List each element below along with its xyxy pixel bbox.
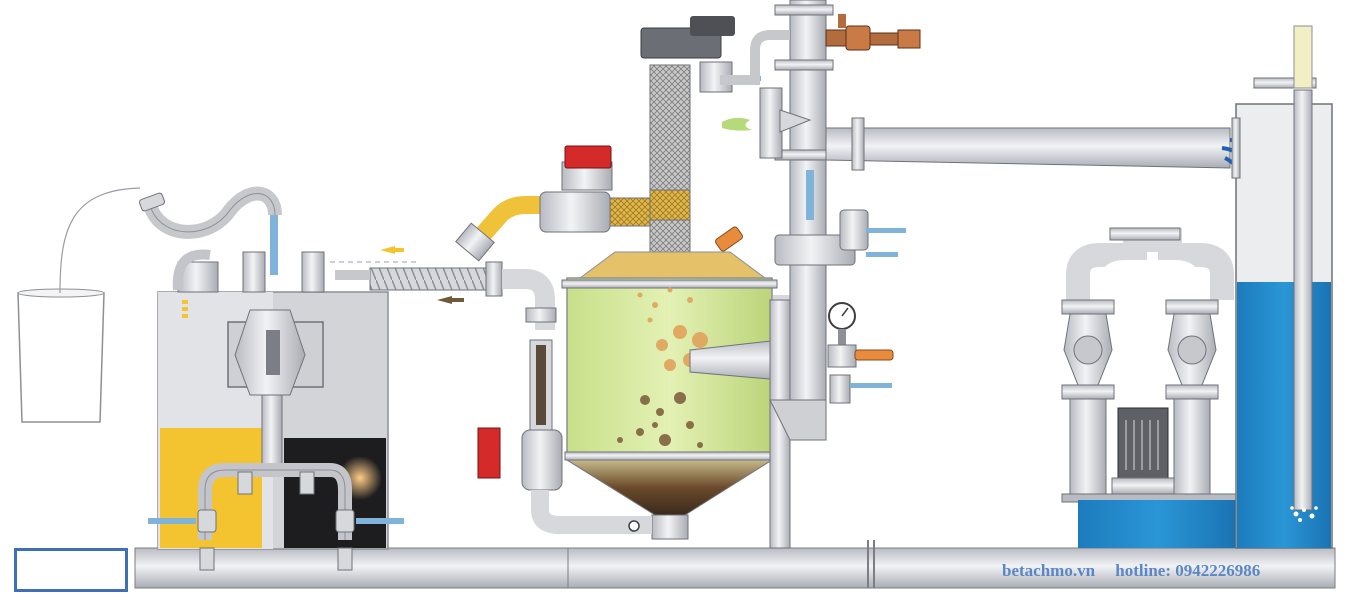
- inlet-valve-assembly: [825, 14, 921, 51]
- corner-frame: [14, 548, 128, 592]
- watermark: betachmo.vn hotline: 0942226986: [1002, 561, 1276, 581]
- oil-storage-tank: [148, 205, 404, 571]
- oil-collection-bucket: [17, 187, 141, 423]
- watermark-site[interactable]: betachmo.vn: [1002, 561, 1096, 580]
- watermark-hotline[interactable]: hotline: 0942226986: [1115, 561, 1261, 580]
- water-outlet-pipe: [825, 117, 1264, 193]
- arrow-left-icon: [437, 296, 464, 304]
- actuator-icon: [564, 145, 612, 169]
- valve-handle[interactable]: [850, 383, 892, 388]
- water-tank: [1078, 25, 1333, 549]
- valve-handle[interactable]: [866, 228, 906, 233]
- transfer-pipe: [330, 261, 555, 330]
- pressure-gauge-icon: [828, 302, 856, 345]
- base-frame: [134, 540, 1336, 589]
- discharge-column: [720, 0, 921, 549]
- drain-handle-left[interactable]: [148, 518, 196, 524]
- actuator-icon: [477, 427, 501, 479]
- water-level: [1237, 282, 1331, 548]
- drain-handle-right[interactable]: [356, 518, 404, 524]
- arrow-left-icon: [380, 246, 404, 254]
- pump-station: [1061, 227, 1238, 503]
- sample-valve-handle[interactable]: [854, 349, 894, 361]
- valve-handle[interactable]: [866, 252, 898, 257]
